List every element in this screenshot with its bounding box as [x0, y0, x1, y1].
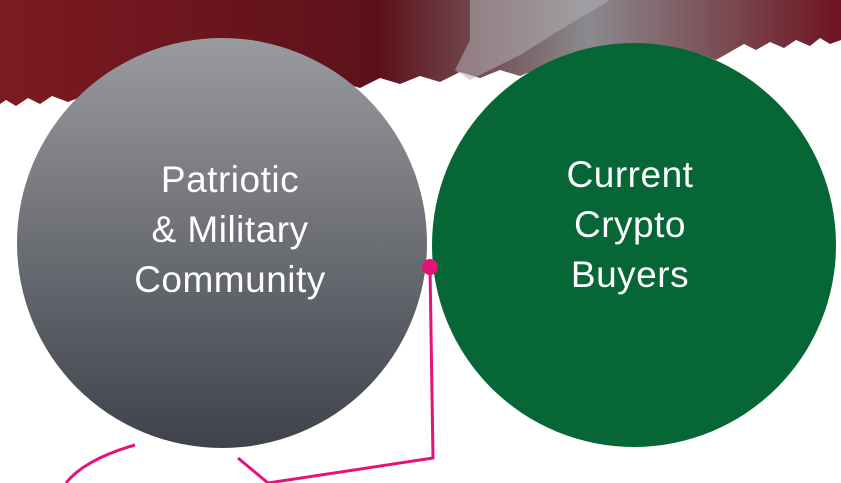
left-set-line-3: Community	[134, 259, 326, 300]
venn-circle-left	[17, 38, 427, 448]
left-set-label: Patriotic & Military Community	[90, 155, 370, 305]
torn-banner-streak	[455, 0, 610, 80]
left-set-line-1: Patriotic	[160, 159, 300, 200]
right-set-label: Current Crypto Buyers	[490, 150, 770, 300]
right-set-line-2: Crypto	[574, 204, 686, 245]
connector-line-main	[267, 266, 435, 483]
left-set-line-2: & Military	[151, 209, 309, 250]
connector-line-bottom	[237, 456, 269, 483]
venn-circle-right	[432, 43, 836, 447]
right-set-line-3: Buyers	[570, 254, 690, 295]
right-set-line-1: Current	[566, 154, 694, 195]
connector-curve-left	[64, 443, 136, 483]
connector-dot	[422, 259, 438, 275]
